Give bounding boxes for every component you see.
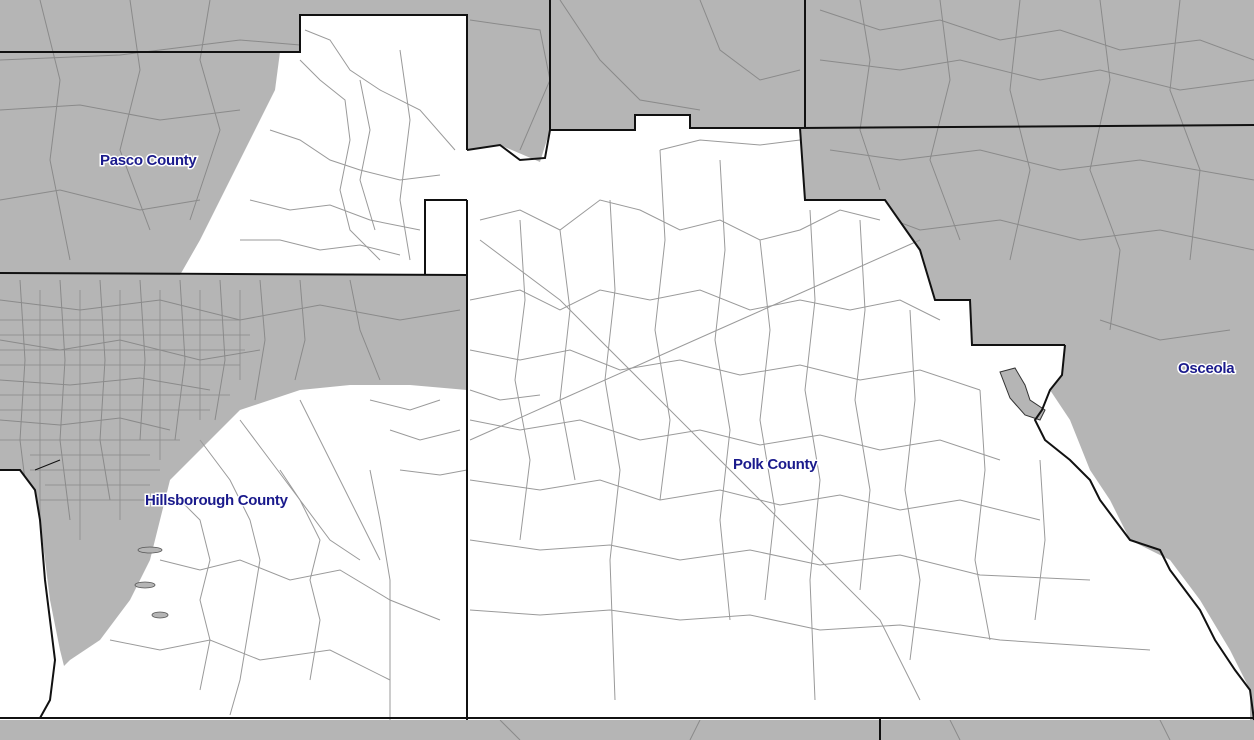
pasco-hillsborough-boundary: [0, 272, 468, 276]
study-area-hillsborough: [0, 470, 70, 715]
urban-grid: [0, 290, 250, 540]
label-polk-county: Polk County: [733, 456, 818, 473]
label-hillsborough-county: Hillsborough County: [145, 492, 289, 509]
study-area: [0, 15, 1250, 720]
bay-inlet-line: [34, 459, 61, 471]
pasco-boundary: [0, 14, 468, 150]
polk-north-boundary: [424, 0, 551, 275]
lake: [999, 367, 1046, 421]
label-osceola: Osceola: [1178, 360, 1235, 377]
inside-tract-lines: [109, 29, 1151, 720]
shoreline-inlets: [134, 546, 169, 619]
polk-osceola-boundary: [1033, 344, 1254, 721]
south-boundary: [0, 717, 1254, 740]
lake-orange-boundary: [799, 0, 1254, 129]
hillsborough-bay-shoreline: [0, 469, 57, 719]
label-pasco-county: Pasco County: [100, 152, 197, 169]
polk-lake-boundary: [550, 114, 1065, 346]
